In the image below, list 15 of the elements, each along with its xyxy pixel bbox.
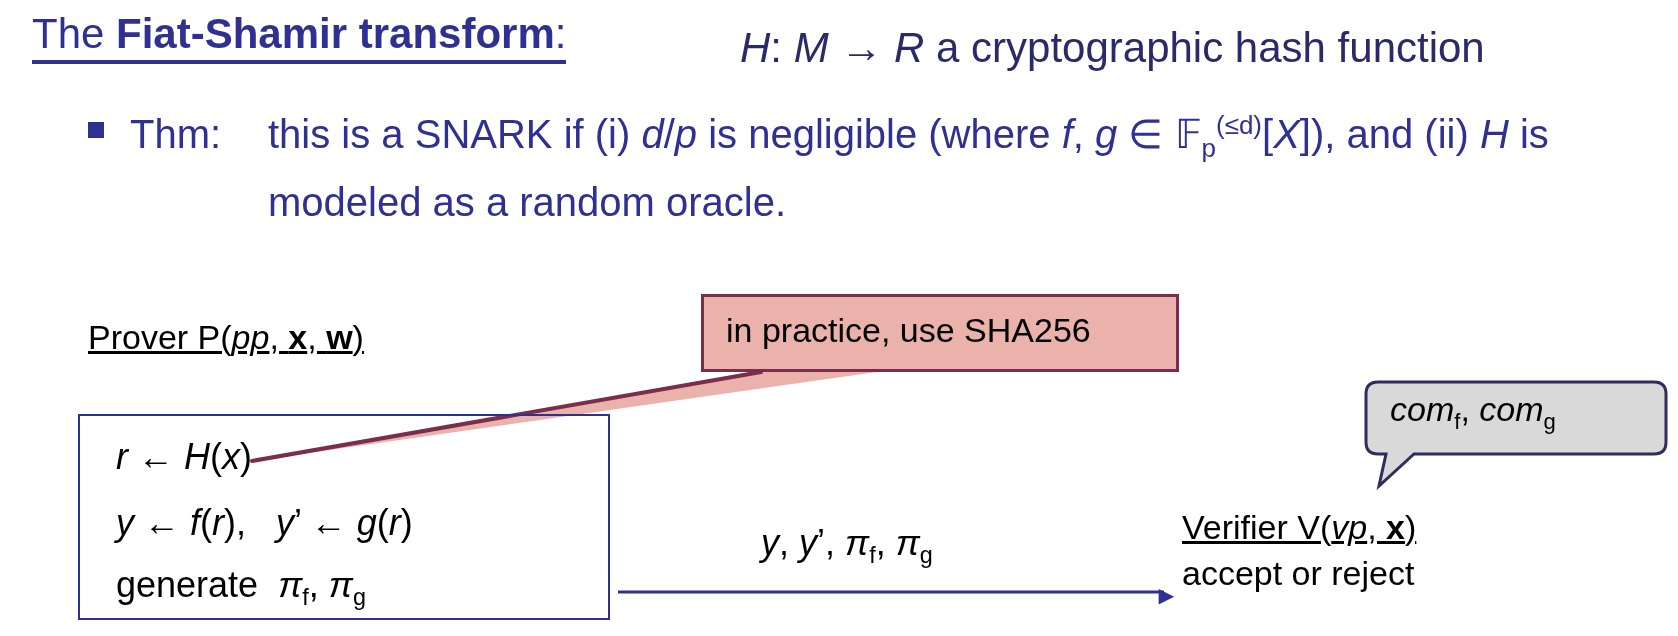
step-text: r ← H(x) <box>116 436 252 478</box>
hash-definition: H: M → R a cryptographic hash function <box>740 23 1485 73</box>
theorem-label: Thm: <box>130 111 222 158</box>
step-text: generate π$_{f}$, π$_{g}$ <box>116 564 366 612</box>
theorem-text: this is a SNARK if (i) d/p is negligible (where f, g ∈ 𝔽$_{p}$$^{(≤d)}$[X]), and (ii) H is modeled as a random oracle. <box>268 108 1550 226</box>
callout-text: in practice, use SHA256 <box>726 311 1091 350</box>
heading: Verifier V(vp, x) <box>1182 508 1417 547</box>
callout-box <box>701 294 1179 372</box>
arrow <box>618 589 1175 605</box>
bubble-text: com$_{f}$, com$_{g}$ <box>1390 390 1556 435</box>
leader-line <box>250 370 763 463</box>
slide-title: The Fiat-Shamir transform: <box>32 10 567 64</box>
result-text: accept or reject <box>1182 554 1415 593</box>
step-text: y ← f(r), y’ ← g(r) <box>116 502 413 544</box>
heading: Prover P(pp, x, w) <box>88 318 364 357</box>
